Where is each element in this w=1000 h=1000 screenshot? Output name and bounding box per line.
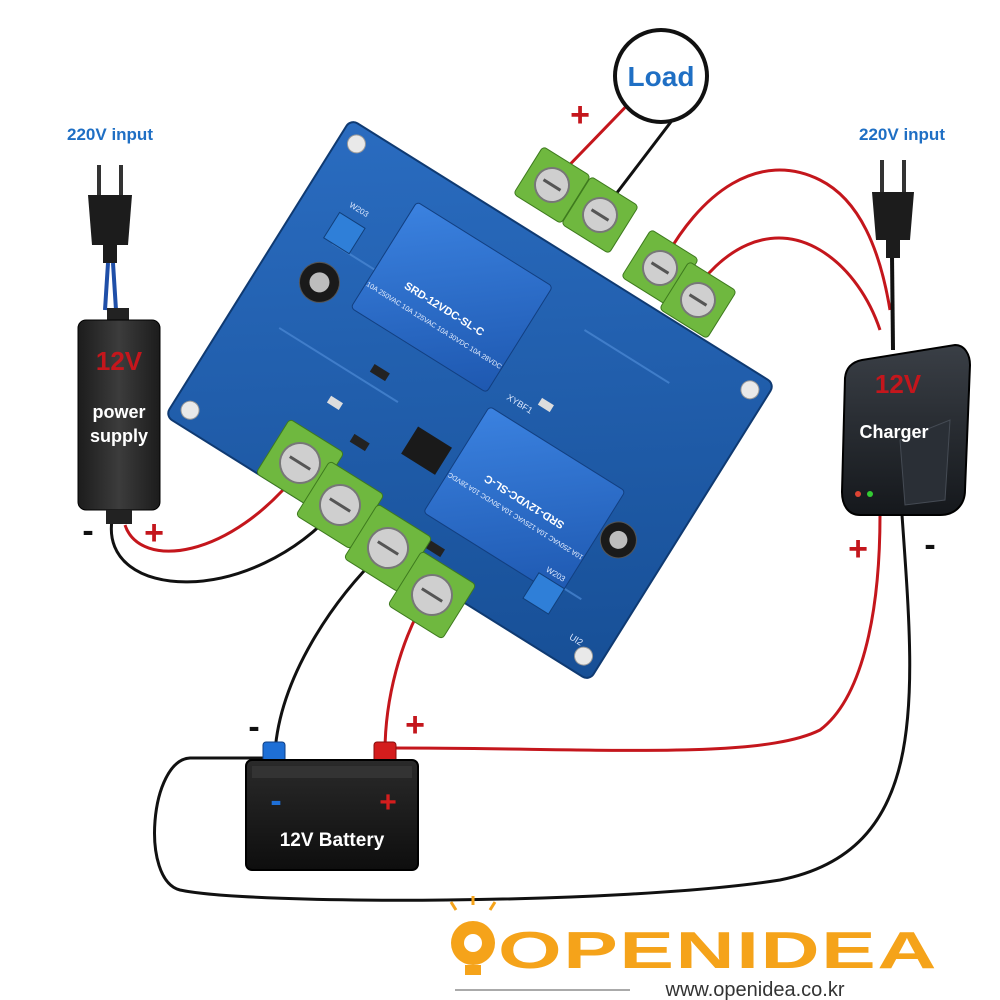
logo-url: www.openidea.co.kr (665, 979, 845, 1000)
terminal-block (388, 551, 476, 639)
right-plug-icon (872, 160, 914, 258)
load-label: Load (628, 61, 695, 92)
charger-plug-cord (890, 254, 895, 351)
battery: - + 12V Battery (245, 741, 419, 871)
relay-board: SRD-12VDC-SL-C 10A 250VAC 10A 125VAC 10A… (167, 121, 773, 679)
charger-negative-wire (153, 514, 912, 902)
psu-voltage: 12V (96, 346, 143, 376)
psu-minus-sign: - (82, 512, 93, 550)
openidea-logo: OPENIDEA www.openidea.co.kr (449, 896, 938, 1000)
battery-terminal-plus: + (379, 786, 397, 819)
charger-red-wire-1 (658, 168, 892, 311)
battery-terminal-minus: - (270, 782, 281, 820)
lightbulb-icon (449, 896, 497, 975)
charger-label: Charger (859, 422, 928, 442)
right-input-label: 220V input (859, 125, 945, 144)
psu-label-line1: power (92, 402, 145, 422)
relay-2: SRD-12VDC-SL-C 10A 250VAC 10A 125VAC 10A… (424, 407, 625, 597)
terminal-block (296, 461, 384, 549)
capacitor-1 (298, 261, 340, 303)
battery-minus-sign: - (248, 708, 259, 746)
battery-label: 12V Battery (280, 830, 385, 851)
ic-chip (401, 426, 452, 475)
terminal-block (562, 177, 638, 253)
battery-plus-sign: + (405, 706, 425, 744)
charger-minus-sign: - (924, 526, 935, 564)
psu-negative-wire (109, 504, 342, 584)
terminal-block (660, 262, 736, 338)
left-plug-icon (88, 165, 132, 311)
logo-text: OPENIDEA (498, 922, 938, 980)
charger-terminals (622, 230, 736, 338)
input-terminals (256, 419, 476, 639)
psu-label-line2: supply (90, 426, 148, 446)
psu-positive-wire (123, 469, 302, 553)
charger-plus-sign: + (848, 530, 868, 568)
capacitor-2 (599, 521, 637, 559)
smd-components (326, 363, 554, 558)
psu-plus-sign: + (144, 514, 164, 552)
power-supply: 12V power supply (77, 308, 161, 524)
charger-voltage: 12V (875, 369, 922, 399)
left-input-label: 220V input (67, 125, 153, 144)
load-plus-sign: + (570, 96, 590, 134)
terminal-block (514, 147, 590, 223)
charger-red-wire-2 (688, 236, 882, 331)
charger-positive-wire (391, 514, 882, 752)
terminal-block (344, 504, 432, 592)
wires (109, 90, 912, 902)
charger: 12V Charger (840, 343, 972, 516)
load-terminals (514, 147, 638, 253)
load-circle: Load (613, 28, 709, 124)
